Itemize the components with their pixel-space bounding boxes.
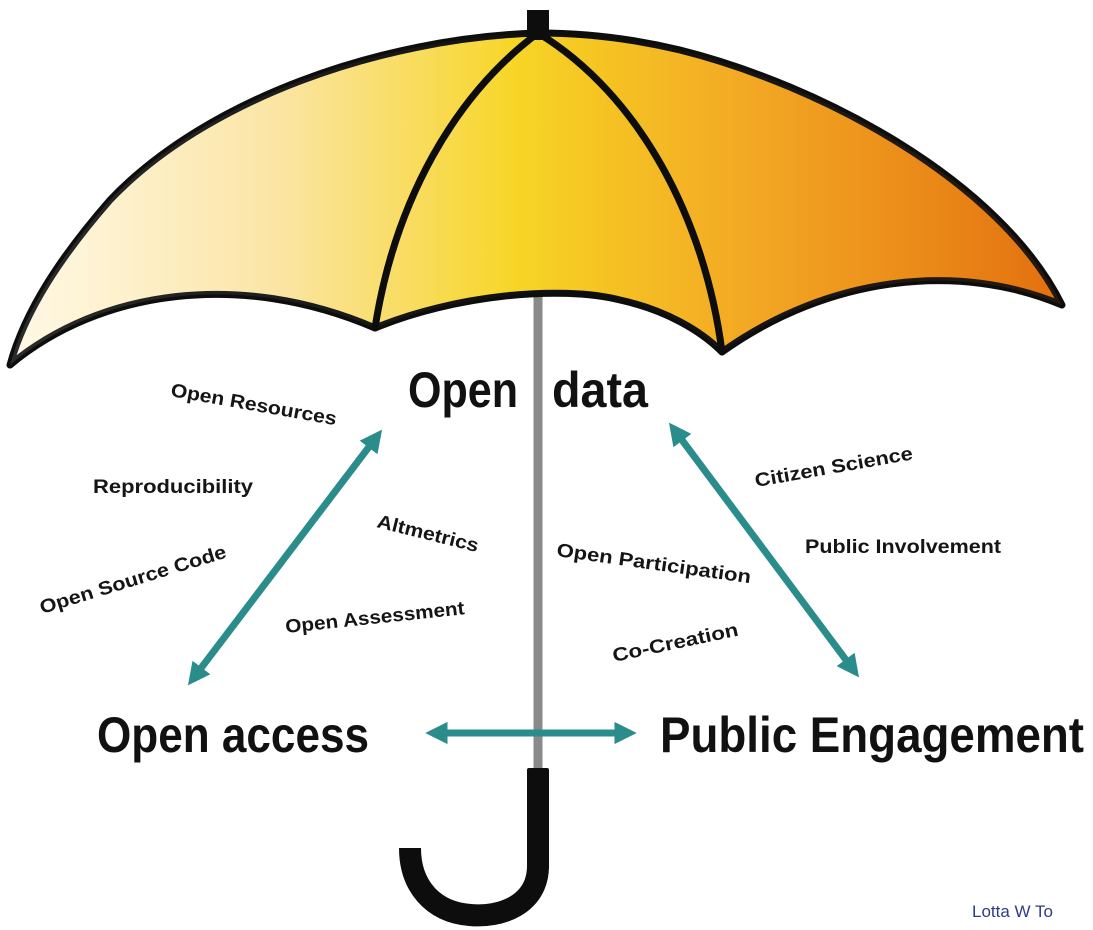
label-open-data-right: data bbox=[552, 362, 649, 418]
handle-hook bbox=[399, 847, 549, 927]
umbrella-canopy bbox=[6, 10, 1066, 369]
label-co-creation: Co-Creation bbox=[611, 620, 741, 667]
label-public-involvement: Public Involvement bbox=[805, 537, 1002, 558]
connection-arrows bbox=[187, 422, 860, 745]
label-open-source-code: Open Source Code bbox=[37, 542, 229, 619]
canopy-shading bbox=[10, 33, 1062, 365]
label-open-resources: Open Resources bbox=[169, 380, 338, 430]
arrow-open-data-open-access bbox=[187, 429, 383, 686]
label-public-engagement: Public Engagement bbox=[660, 707, 1084, 763]
umbrella-tip bbox=[527, 10, 549, 40]
label-reproducibility: Reproducibility bbox=[93, 477, 253, 498]
handle-grip bbox=[527, 768, 549, 870]
canopy-rib-right bbox=[534, 29, 726, 356]
image-credit: Lotta W To bbox=[972, 902, 1053, 921]
label-citizen-science: Citizen Science bbox=[753, 443, 914, 491]
label-open-assessment: Open Assessment bbox=[284, 598, 466, 638]
label-open-participation: Open Participation bbox=[555, 540, 752, 588]
canopy-rib-left bbox=[371, 29, 542, 332]
label-open-data-left: Open bbox=[408, 362, 518, 418]
umbrella-handle bbox=[399, 768, 549, 927]
arrow-open-data-public-engagement bbox=[668, 422, 860, 678]
label-altmetrics: Altmetrics bbox=[375, 511, 481, 557]
label-open-access: Open access bbox=[97, 707, 369, 763]
